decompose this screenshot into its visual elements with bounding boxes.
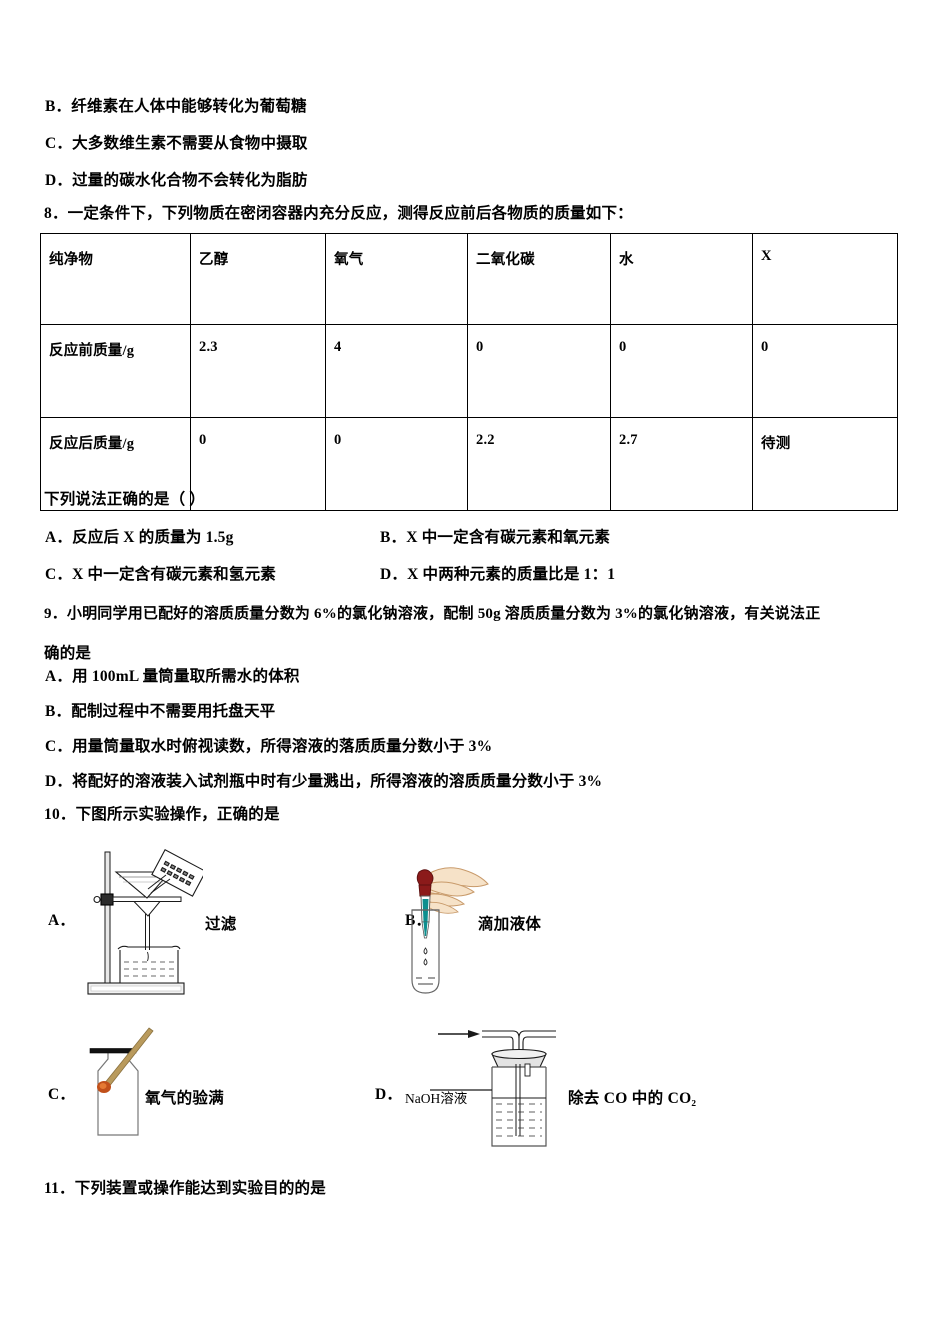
q7-option-c-text: 大多数维生素不需要从食物中摄取: [72, 135, 308, 152]
table-cell: 2.2: [467, 417, 611, 511]
q8-option-c: C．X 中一定含有碳元素和氢元素: [45, 566, 276, 585]
q8-stem: 8．一定条件下，下列物质在密闭容器内充分反应，测得反应前后各物质的质量如下：: [44, 205, 633, 224]
table-cell: 待测: [752, 417, 898, 511]
q8-option-d-text: X 中两种元素的质量比是 1：1: [407, 566, 616, 583]
q11-stem-text: 下列装置或操作能达到实验目的的是: [74, 1180, 326, 1197]
q8-option-a: A．反应后 X 的质量为 1.5g: [45, 529, 234, 548]
q9-stem-text-1: 小明同学用已配好的溶质质量分数为 6%的氯化钠溶液，配制 50g 溶质质量分数为…: [66, 606, 821, 622]
filtration-apparatus-figure: [78, 848, 203, 1000]
q9-option-b: B．配制过程中不需要用托盘天平: [45, 703, 275, 722]
q10-number: 10．: [44, 806, 76, 823]
table-row-label: 反应前质量/g: [40, 324, 191, 418]
q10-option-b-caption: 滴加液体: [478, 916, 542, 933]
table-cell: 0: [325, 417, 468, 511]
dropper-test-tube-figure: [398, 856, 493, 998]
q8-option-c-letter: C．: [45, 566, 73, 583]
table-header-cell: 乙醇: [190, 233, 326, 325]
q8-option-a-letter: A．: [45, 529, 73, 546]
q7-option-d-text: 过量的碳水化合物不会转化为脂肪: [72, 172, 308, 189]
table-row: 反应前质量/g 2.3 4 0 0 0: [40, 324, 898, 418]
q8-option-a-text: 反应后 X 的质量为 1.5g: [72, 529, 234, 546]
table-cell: 0: [190, 417, 326, 511]
naoh-solution-label: NaOH溶液: [405, 1091, 468, 1106]
q11-number: 11．: [44, 1180, 75, 1197]
q10-stem-text: 下图所示实验操作，正确的是: [75, 806, 280, 823]
table-cell: 0: [467, 324, 611, 418]
q9-option-b-text: 配制过程中不需要用托盘天平: [71, 703, 276, 720]
q10-option-a-caption: 过滤: [205, 916, 237, 933]
q10-stem: 10．下图所示实验操作，正确的是: [44, 806, 280, 825]
q7-option-b-text: 纤维素在人体中能够转化为葡萄糖: [71, 98, 307, 115]
q9-option-a-letter: A．: [45, 668, 73, 685]
q9-option-c-text: 用量筒量取水时俯视读数，所得溶液的落质质量分数小于 3%: [72, 738, 493, 755]
q9-number: 9．: [44, 606, 67, 622]
q7-option-d-letter: D．: [45, 172, 73, 189]
q7-option-b: B．纤维素在人体中能够转化为葡萄糖: [45, 98, 307, 117]
oxygen-fullness-test-figure: [72, 1025, 182, 1143]
q8-option-d-letter: D．: [380, 566, 408, 583]
table-header-cell: 氧气: [325, 233, 468, 325]
q9-option-c: C．用量筒量取水时俯视读数，所得溶液的落质质量分数小于 3%: [45, 738, 492, 757]
q9-option-d: D．将配好的溶液装入试剂瓶中时有少量溅出，所得溶液的溶质质量分数小于 3%: [45, 773, 602, 792]
q10-option-d-letter: D．: [375, 1086, 403, 1103]
q9-option-a-text: 用 100mL 量筒量取所需水的体积: [72, 668, 300, 685]
q8-number: 8．: [44, 205, 68, 222]
q9-stem-line2: 确的是: [44, 645, 92, 662]
table-header-cell: X: [752, 233, 898, 325]
table-cell: 2.7: [610, 417, 753, 511]
q11-stem: 11．下列装置或操作能达到实验目的的是: [44, 1180, 326, 1199]
q8-prompt: 下列说法正确的是（ ）: [44, 491, 206, 508]
q9-option-d-letter: D．: [45, 773, 73, 790]
table-cell: 0: [752, 324, 898, 418]
reaction-mass-table: 纯净物 乙醇 氧气 二氧化碳 水 X 反应前质量/g 2.3 4 0 0 0 反…: [40, 233, 898, 511]
q7-option-c: C．大多数维生素不需要从食物中摄取: [45, 135, 308, 154]
q7-option-d: D．过量的碳水化合物不会转化为脂肪: [45, 172, 308, 191]
q8-option-b-letter: B．: [380, 529, 407, 546]
q9-option-c-letter: C．: [45, 738, 73, 755]
table-cell: 0: [610, 324, 753, 418]
table-cell: 2.3: [190, 324, 326, 418]
q10-option-c-caption: 氧气的验满: [145, 1090, 225, 1107]
gas-washing-bottle-figure: [430, 1022, 575, 1150]
table-header-cell: 水: [610, 233, 753, 325]
table-header-cell: 二氧化碳: [467, 233, 611, 325]
q10-option-a-letter: A．: [48, 912, 76, 929]
table-row: 反应后质量/g 0 0 2.2 2.7 待测: [40, 417, 898, 511]
q7-option-c-letter: C．: [45, 135, 73, 152]
q7-option-b-letter: B．: [45, 98, 72, 115]
table-row-label: 反应后质量/g: [40, 417, 191, 511]
q9-stem-line1: 9．小明同学用已配好的溶质质量分数为 6%的氯化钠溶液，配制 50g 溶质质量分…: [44, 605, 820, 623]
q9-option-b-letter: B．: [45, 703, 72, 720]
table-header-cell: 纯净物: [40, 233, 191, 325]
q10-option-c-letter: C．: [48, 1086, 76, 1103]
q10-option-d-caption: 除去 CO 中的 CO₂: [568, 1090, 697, 1107]
table-header-row: 纯净物 乙醇 氧气 二氧化碳 水 X: [40, 233, 898, 325]
table-cell: 4: [325, 324, 468, 418]
q8-option-b: B．X 中一定含有碳元素和氧元素: [380, 529, 610, 548]
q8-option-c-text: X 中一定含有碳元素和氢元素: [72, 566, 276, 583]
q8-stem-text: 一定条件下，下列物质在密闭容器内充分反应，测得反应前后各物质的质量如下：: [67, 205, 633, 222]
q8-option-b-text: X 中一定含有碳元素和氧元素: [406, 529, 611, 546]
q9-option-a: A．用 100mL 量筒量取所需水的体积: [45, 668, 300, 687]
q8-option-d: D．X 中两种元素的质量比是 1：1: [380, 566, 615, 585]
q9-option-d-text: 将配好的溶液装入试剂瓶中时有少量溅出，所得溶液的溶质质量分数小于 3%: [72, 773, 603, 790]
